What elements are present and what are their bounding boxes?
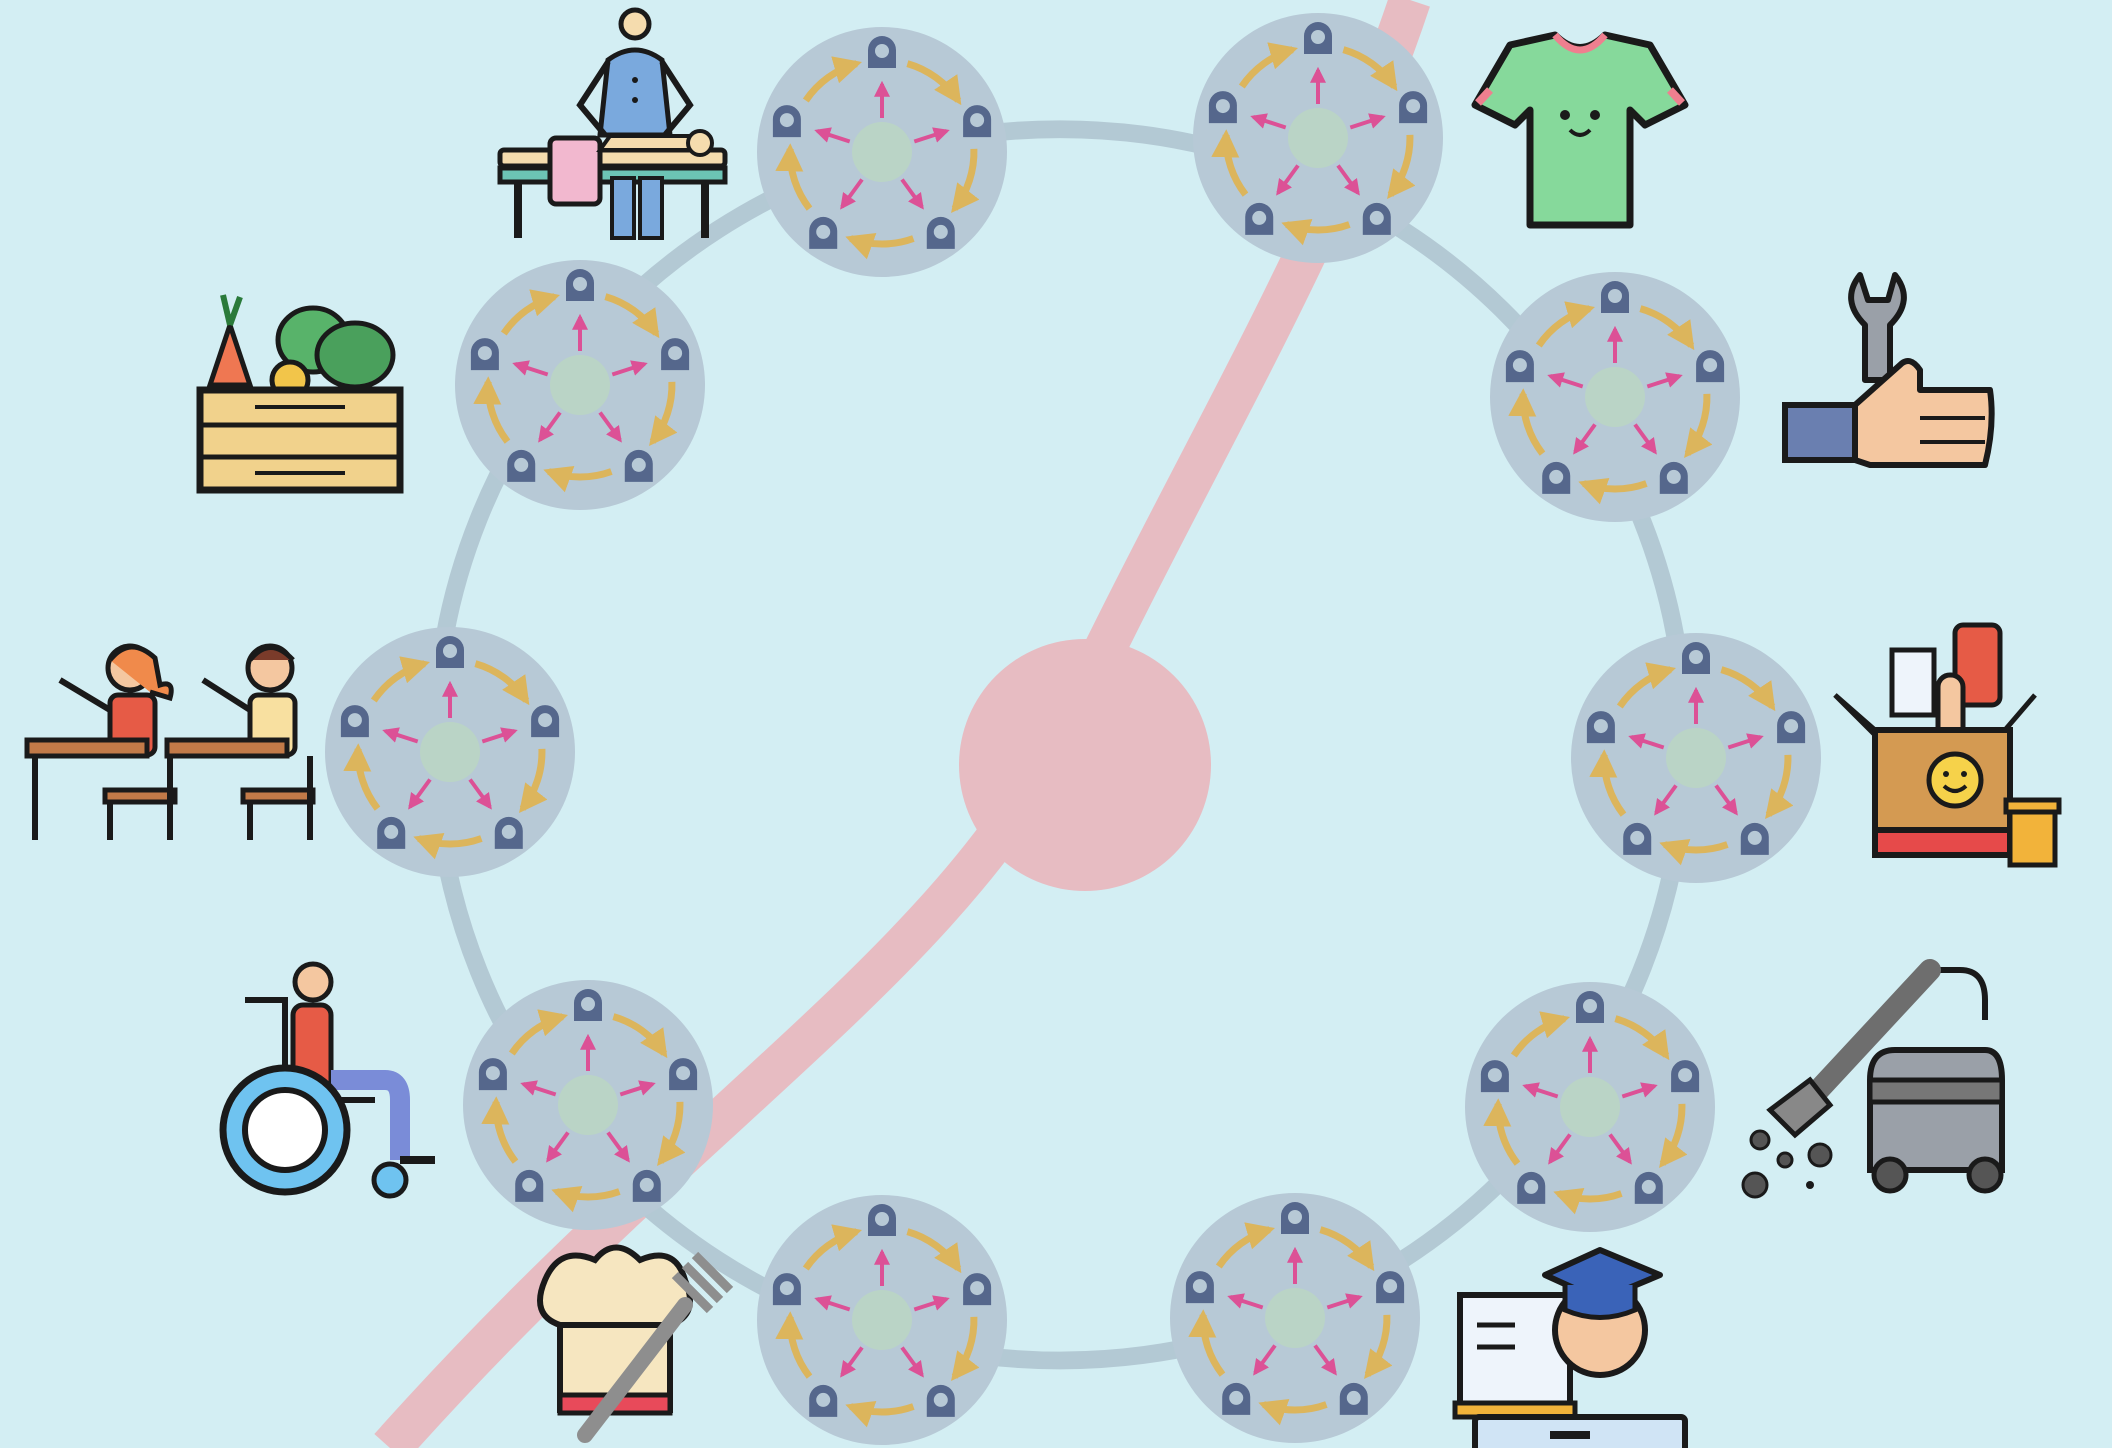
person-icon [1376, 1271, 1404, 1303]
hub-center [852, 1290, 912, 1350]
person-icon [773, 105, 801, 137]
person-icon [1281, 1202, 1309, 1234]
person-icon [1660, 462, 1688, 494]
person-icon [963, 105, 991, 137]
person-icon [495, 817, 523, 849]
person-icon [1576, 991, 1604, 1023]
person-icon [927, 1385, 955, 1417]
person-icon [1304, 22, 1332, 54]
person-icon [1777, 711, 1805, 743]
hub-center [550, 355, 610, 415]
hub-center [420, 722, 480, 782]
person-icon [1682, 642, 1710, 674]
hub-center [558, 1075, 618, 1135]
community-hub [757, 1195, 1007, 1445]
community-hub [1193, 13, 1443, 263]
person-icon [773, 1273, 801, 1305]
person-icon [1506, 350, 1534, 382]
central-circle [959, 639, 1211, 891]
person-icon [1399, 91, 1427, 123]
person-icon [1696, 350, 1724, 382]
hub-center [1666, 728, 1726, 788]
person-icon [1517, 1172, 1545, 1204]
person-icon [868, 36, 896, 68]
vegetable-crate-icon [200, 295, 400, 490]
person-icon [1209, 91, 1237, 123]
community-hub [1571, 633, 1821, 883]
person-icon [1741, 823, 1769, 855]
person-icon [436, 636, 464, 668]
person-icon [566, 269, 594, 301]
person-icon [471, 338, 499, 370]
person-icon [1340, 1383, 1368, 1415]
person-icon [341, 705, 369, 737]
person-icon [963, 1273, 991, 1305]
person-icon [927, 217, 955, 249]
hub-center [1560, 1077, 1620, 1137]
hub-center [1585, 367, 1645, 427]
person-icon [625, 450, 653, 482]
person-icon [809, 217, 837, 249]
community-hub [1465, 982, 1715, 1232]
person-icon [1186, 1271, 1214, 1303]
hub-center [1288, 108, 1348, 168]
person-icon [574, 989, 602, 1021]
community-hub [463, 980, 713, 1230]
person-icon [809, 1385, 837, 1417]
person-icon [1542, 462, 1570, 494]
person-icon [1363, 203, 1391, 235]
hub-center [1265, 1288, 1325, 1348]
community-hub [1170, 1193, 1420, 1443]
community-hub [325, 627, 575, 877]
person-icon [1623, 823, 1651, 855]
person-icon [1601, 281, 1629, 313]
person-icon [531, 705, 559, 737]
person-icon [868, 1204, 896, 1236]
person-icon [1635, 1172, 1663, 1204]
hub-center [852, 122, 912, 182]
community-hub [1490, 272, 1740, 522]
person-icon [1481, 1060, 1509, 1092]
person-icon [1245, 203, 1273, 235]
person-icon [633, 1170, 661, 1202]
person-icon [669, 1058, 697, 1090]
person-icon [1671, 1060, 1699, 1092]
community-hub [455, 260, 705, 510]
person-icon [661, 338, 689, 370]
person-icon [507, 450, 535, 482]
person-icon [1587, 711, 1615, 743]
person-icon [1222, 1383, 1250, 1415]
person-icon [377, 817, 405, 849]
community-hub [757, 27, 1007, 277]
person-icon [515, 1170, 543, 1202]
person-icon [479, 1058, 507, 1090]
